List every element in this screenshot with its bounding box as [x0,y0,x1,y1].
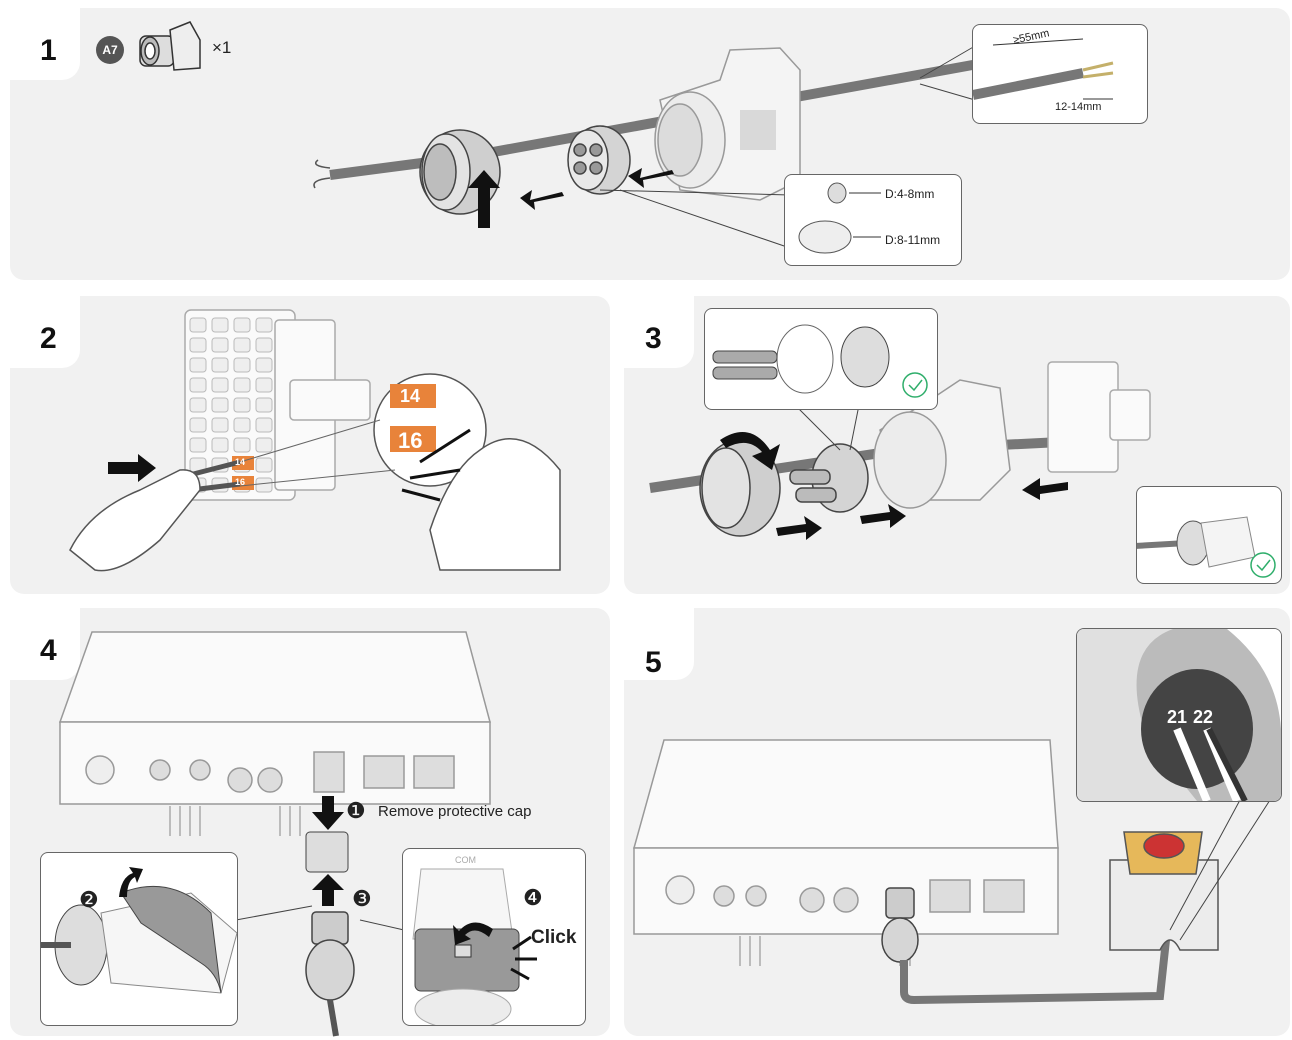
pin-callout: 21 22 [1076,628,1282,802]
inverter-unit [634,740,1058,934]
pin-22-label: 22 [1193,707,1213,728]
com-plug-installed [882,888,918,962]
meter-terminal [1110,832,1218,950]
pin-21-label: 21 [1167,707,1187,728]
